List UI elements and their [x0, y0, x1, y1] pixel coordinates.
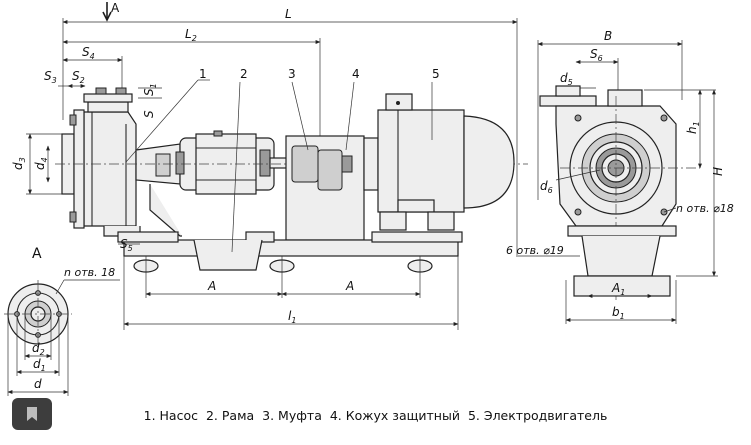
motor-fan-cover — [463, 115, 515, 209]
part-numbers: 1 2 3 4 5 — [199, 67, 440, 81]
dim-B: B — [604, 29, 612, 43]
dim-L1: l1 — [288, 309, 296, 325]
dim-b1: b1 — [612, 305, 625, 321]
outlet-flange-end — [539, 95, 597, 107]
dim-H: H — [711, 167, 725, 176]
side-view: L A L2 S4 S3 S2 S1 S d3 d4 — [11, 1, 528, 330]
dim-d6: d6 — [540, 179, 553, 195]
bookmark-icon[interactable] — [12, 398, 52, 430]
dim-holes-18: n отв. ⌀18 — [676, 202, 734, 215]
frame-channel — [193, 239, 263, 271]
dim-d3: d3 — [11, 157, 27, 170]
dim-A1: A1 — [611, 281, 625, 297]
dim-holes-19: 6 отв. ⌀19 — [506, 244, 564, 257]
caption-item: 2. Рама — [205, 408, 255, 423]
caption-item: 4. Кожух защитный — [329, 408, 460, 423]
caption-item: 3. Муфта — [262, 408, 322, 423]
dim-L: L — [285, 7, 292, 21]
part-number-5: 5 — [432, 67, 440, 81]
part-number-3: 3 — [288, 67, 296, 81]
caption-item: 5. Электродвигатель — [467, 408, 608, 423]
view-letter: A — [111, 1, 120, 15]
dim-S6: S6 — [590, 47, 603, 63]
dim-S4: S4 — [82, 45, 95, 61]
dim-S: S — [142, 110, 156, 118]
view-a: A n отв. 18 d2 d1 d — [4, 246, 120, 396]
dim-A-left: A — [207, 279, 216, 293]
dim-S3: S3 — [44, 69, 57, 85]
dim-S5: S5 — [120, 237, 133, 253]
dim-view-a-d1: d1 — [33, 357, 46, 373]
pump-unit-drawing: L A L2 S4 S3 S2 S1 S d3 d4 — [4, 1, 734, 396]
dim-view-a-d: d — [34, 377, 42, 391]
pump-outlet — [87, 101, 129, 113]
dim-d4: d4 — [33, 157, 49, 170]
dim-d5: d5 — [560, 71, 573, 87]
part-number-2: 2 — [240, 67, 248, 81]
dim-h1: h1 — [685, 121, 701, 134]
view-a-title: A — [32, 246, 42, 262]
dim-S1: S1 — [142, 83, 158, 96]
view-a-holes: n отв. 18 — [64, 266, 115, 279]
part-number-4: 4 — [352, 67, 360, 81]
end-view: B S6 d5 d6 h1 H — [506, 29, 734, 324]
legend-caption: 1. Насос 2. Рама 3. Муфта 4. Кожух защит… — [0, 408, 751, 423]
coupling — [291, 145, 319, 183]
electric-motor — [377, 109, 465, 213]
caption-item: 1. Насос — [143, 408, 198, 423]
dim-A-right: A — [345, 279, 354, 293]
dim-L2: L2 — [185, 27, 197, 43]
dim-S2: S2 — [72, 69, 85, 85]
frame-end — [581, 235, 661, 277]
part-number-1: 1 — [199, 67, 207, 81]
dim-view-a-d2: d2 — [32, 341, 45, 357]
